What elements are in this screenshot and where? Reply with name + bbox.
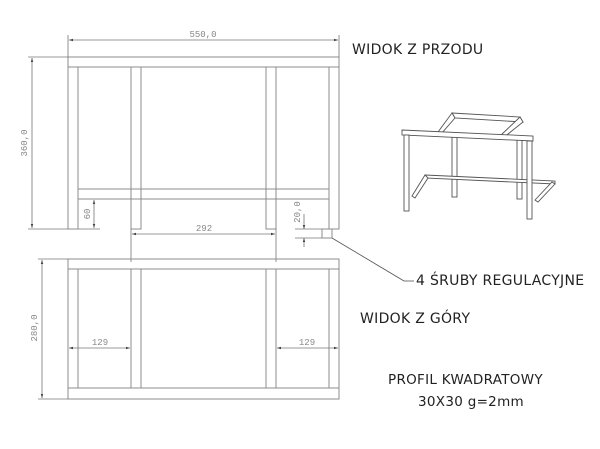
screws-label: 4 ŚRUBY REGULACYJNE <box>416 273 585 289</box>
dim-depth: 280,0 <box>30 314 40 341</box>
top-view <box>67 258 340 400</box>
front-view-title: WIDOK Z PRZODU <box>352 42 484 58</box>
dim-side-right: 129 <box>299 338 315 348</box>
dim-width: 550,0 <box>189 30 216 40</box>
isometric-view <box>401 112 556 220</box>
front-view-dimensions <box>28 35 414 282</box>
profile-label-line1: PROFIL KWADRATOWY <box>388 372 543 388</box>
dim-bottom-rail: 60 <box>83 209 93 220</box>
profile-label-line2: 30X30 g=2mm <box>418 394 524 410</box>
dim-foot: 20,0 <box>293 201 303 223</box>
dim-height: 360,0 <box>20 129 30 156</box>
top-view-dimensions <box>38 258 338 400</box>
top-view-title: WIDOK Z GÓRY <box>360 311 471 327</box>
dim-side-left: 129 <box>92 338 108 348</box>
front-view <box>67 56 340 239</box>
dim-inner-span: 292 <box>196 224 212 234</box>
